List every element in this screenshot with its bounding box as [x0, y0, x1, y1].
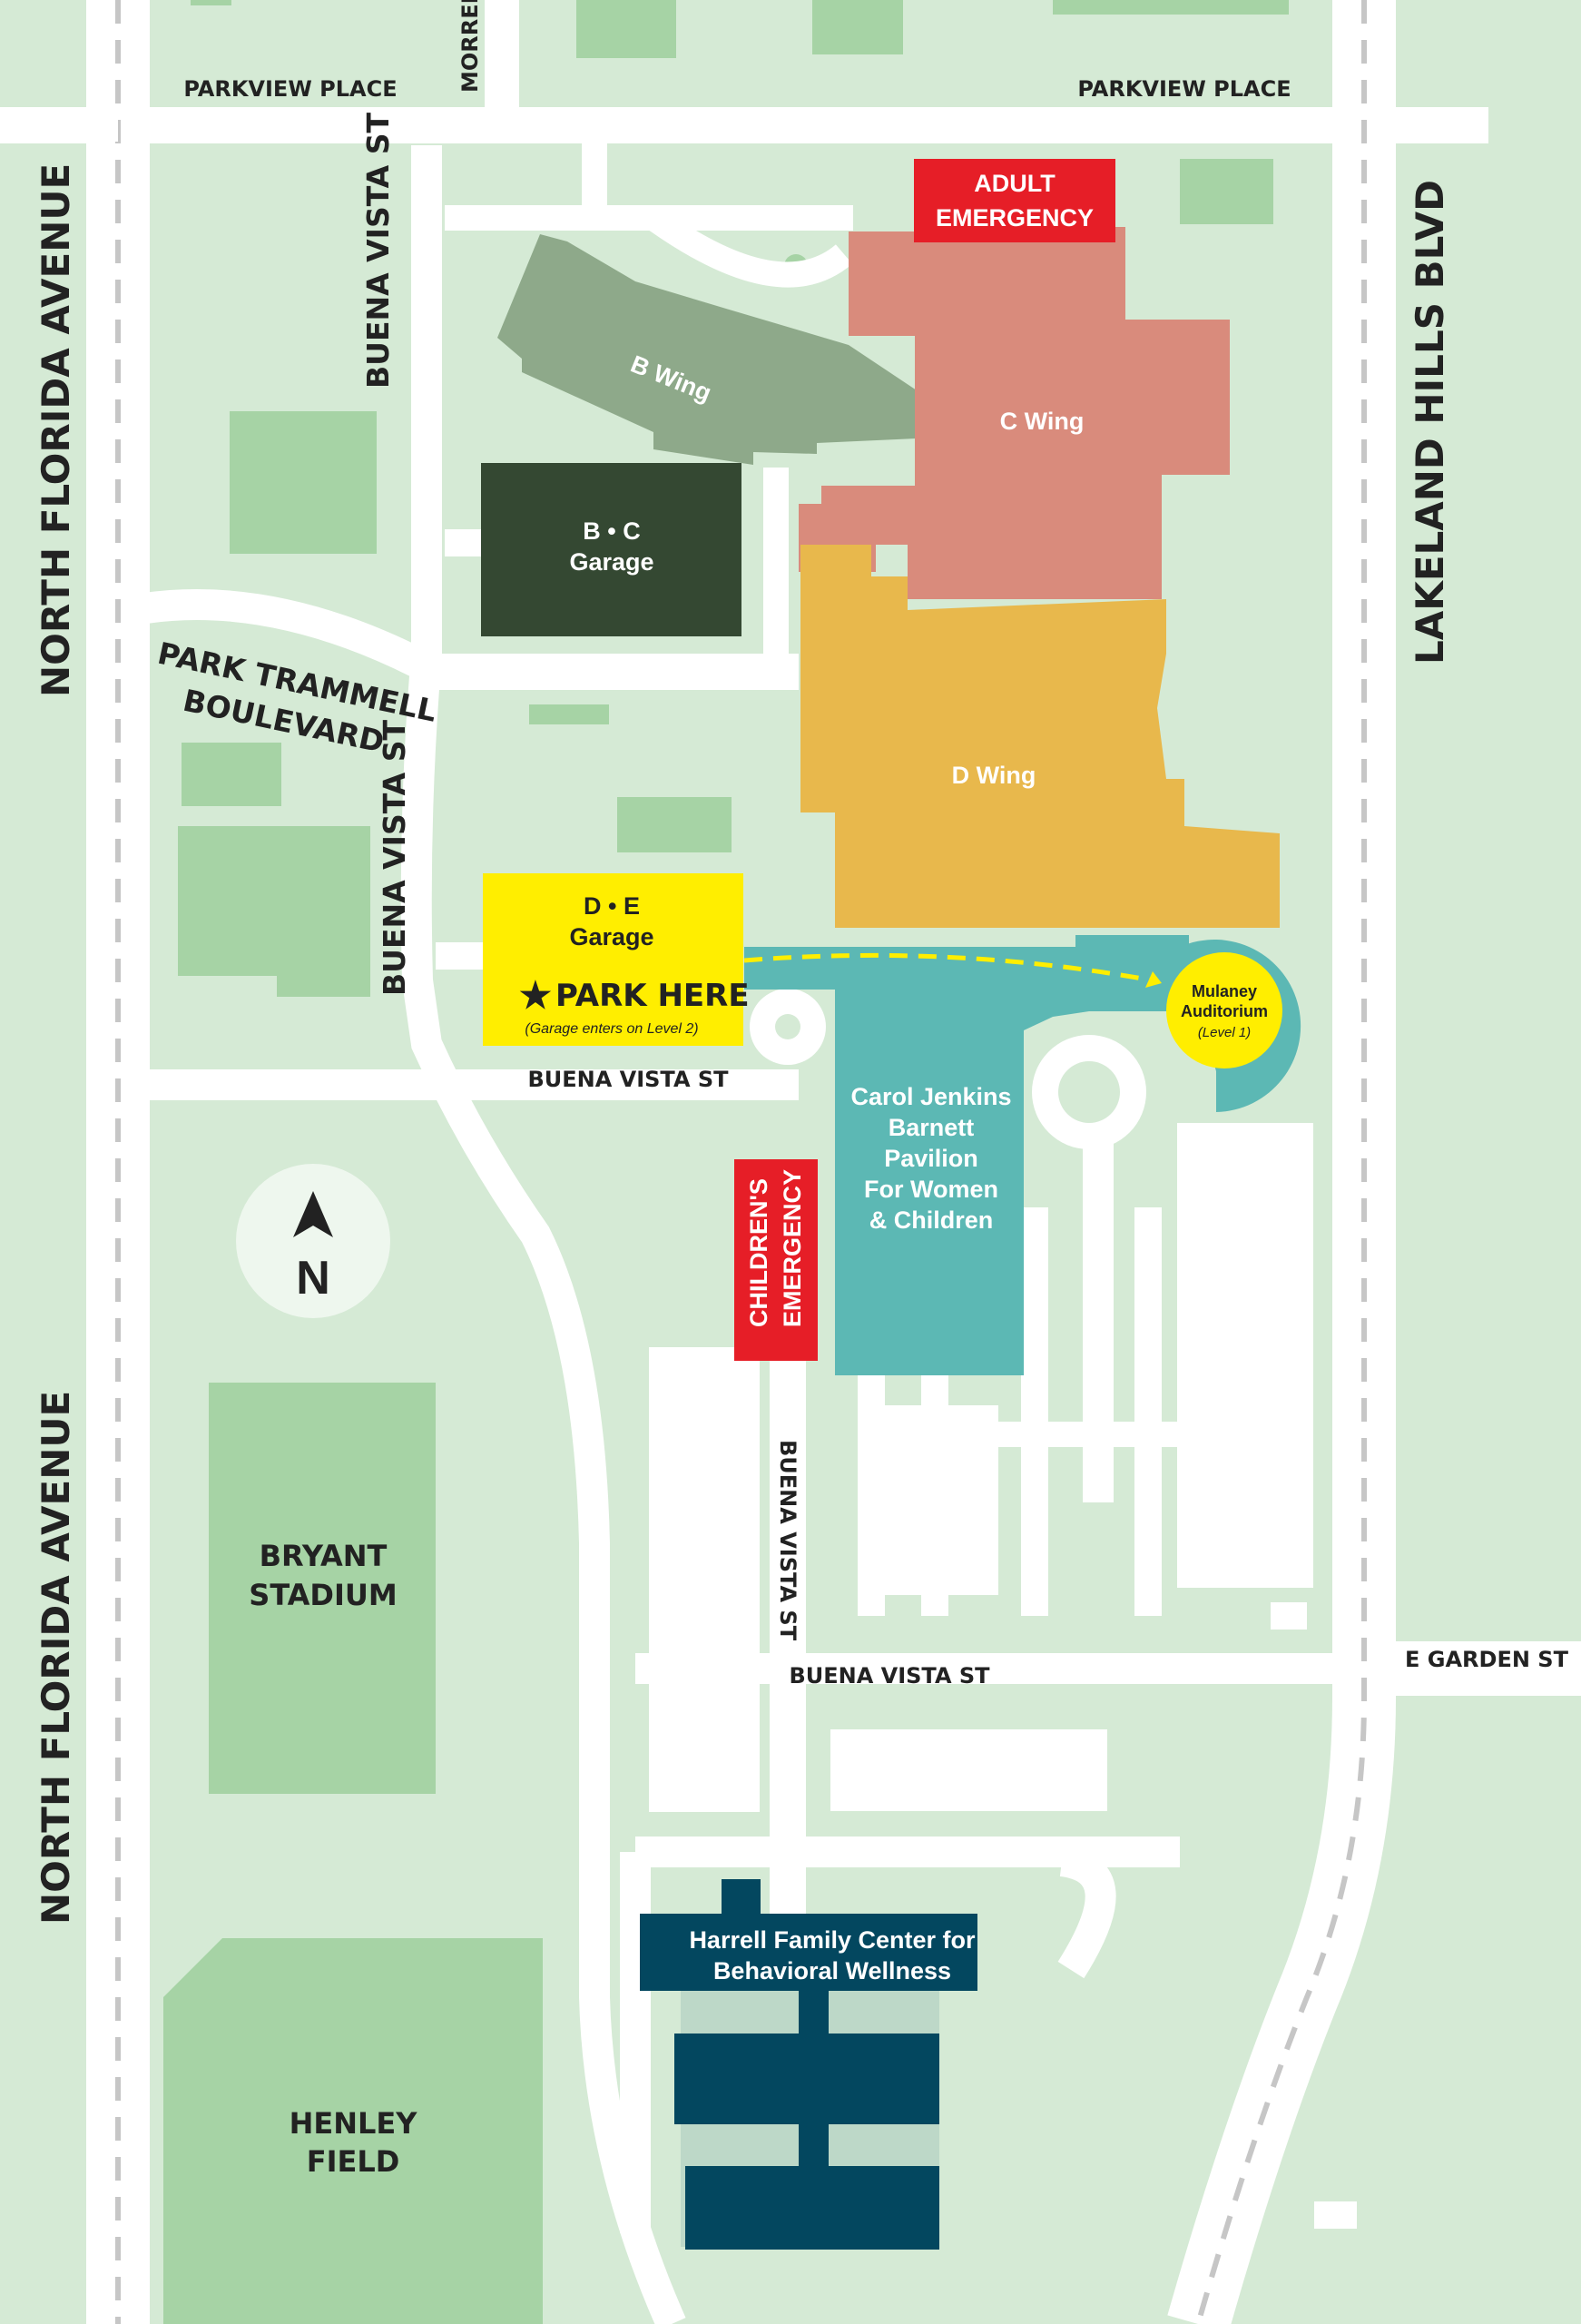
bc-garage-label-1: B • C: [583, 517, 640, 545]
bc-garage-label-2: Garage: [569, 548, 653, 576]
buena-vista-top-label: BUENA VISTA ST: [360, 113, 396, 389]
buena-vista-bottom-label: BUENA VISTA ST: [775, 1440, 800, 1641]
parkview-place-right-label: PARKVIEW PLACE: [1077, 76, 1291, 102]
auditorium-label-2: Auditorium: [1181, 1002, 1268, 1020]
c-wing-building[interactable]: [799, 227, 1230, 599]
e-garden-label: E GARDEN ST: [1405, 1647, 1569, 1672]
white-pads: [0, 109, 1581, 2229]
auditorium-label-3: (Level 1): [1198, 1025, 1251, 1040]
pavilion-label-4: For Women: [864, 1176, 998, 1203]
bc-garage[interactable]: [481, 463, 741, 636]
buena-vista-horizontal-label: BUENA VISTA ST: [527, 1067, 729, 1092]
pavilion-label-5: & Children: [869, 1206, 994, 1234]
roundabouts: [750, 989, 1146, 1149]
morrell-label: MORRELL: [457, 0, 483, 93]
harrell-behavioral-center[interactable]: [640, 1879, 977, 2250]
park-here-label: PARK HERE: [555, 978, 750, 1014]
compass-label: N: [296, 1252, 330, 1305]
pavilion-label-3: Pavilion: [884, 1145, 978, 1172]
stadium-label-1: BRYANT: [260, 1539, 388, 1573]
auditorium-label-1: Mulaney: [1192, 982, 1257, 1000]
pavilion-label-2: Barnett: [889, 1114, 975, 1141]
bryant-stadium-block: [209, 1383, 436, 1794]
route-arrow-icon: [1145, 971, 1162, 988]
behavioral-label-2: Behavioral Wellness: [713, 1957, 951, 1984]
buena-vista-mid-label: BUENA VISTA ST: [377, 720, 412, 996]
lakeland-hills-label: LAKELAND HILLS BLVD: [1408, 180, 1452, 665]
d-wing-building[interactable]: [800, 545, 1280, 928]
walking-route: [743, 952, 1154, 983]
de-garage-label-1: D • E: [584, 892, 640, 920]
parkview-place-left-label: PARKVIEW PLACE: [183, 76, 397, 102]
compass: N: [236, 1164, 390, 1318]
north-florida-bottom-label: NORTH FLORIDA AVENUE: [34, 1391, 78, 1925]
childrens-emergency-label-2: EMERGENCY: [779, 1169, 806, 1327]
adult-emergency[interactable]: [914, 159, 1115, 242]
inner-green-rect: [1074, 1502, 1115, 1616]
buena-vista-south-label: BUENA VISTA ST: [789, 1663, 990, 1689]
childrens-emergency[interactable]: [734, 1159, 818, 1361]
d-wing-label: D Wing: [952, 762, 1036, 789]
de-garage-label-2: Garage: [569, 923, 653, 950]
north-florida-top-label: NORTH FLORIDA AVENUE: [34, 163, 78, 697]
b-wing-building[interactable]: [497, 234, 917, 465]
road-dashes: [115, 0, 1367, 2324]
adult-emergency-label-1: ADULT: [974, 170, 1056, 197]
north-arrow-icon: [293, 1191, 333, 1237]
field-label-1: HENLEY: [290, 2106, 418, 2141]
street-labels: PARKVIEW PLACE PARKVIEW PLACE MORRELL BU…: [34, 0, 1569, 1925]
childrens-emergency-label-1: CHILDREN'S: [745, 1178, 772, 1327]
field-label-2: FIELD: [307, 2144, 400, 2179]
de-garage[interactable]: [483, 873, 743, 1046]
garage-note-label: (Garage enters on Level 2): [525, 1021, 698, 1037]
behavioral-label-1: Harrell Family Center for: [689, 1926, 976, 1954]
adult-emergency-label-2: EMERGENCY: [936, 204, 1094, 231]
mulaney-auditorium[interactable]: [1166, 952, 1282, 1068]
stadium-label-2: STADIUM: [249, 1578, 397, 1612]
star-icon: ★: [519, 976, 552, 1016]
c-wing-label: C Wing: [1000, 408, 1085, 435]
pavilion-label-1: Carol Jenkins: [850, 1083, 1011, 1110]
pavilion-building[interactable]: [744, 935, 1189, 1375]
c-wing-north: [849, 231, 915, 336]
green-blocks: [163, 0, 1289, 2324]
